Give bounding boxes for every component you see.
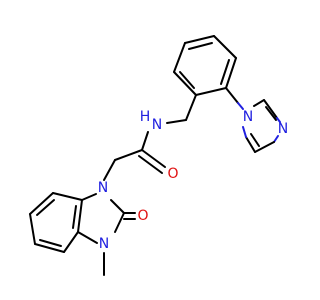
imidazole-n3-label: N bbox=[278, 121, 288, 137]
bond bbox=[225, 87, 239, 104]
bond bbox=[188, 42, 213, 50]
benzimidazolone-o-label: O bbox=[137, 208, 148, 224]
molecule-canvas: H N O N N N N O bbox=[29, 35, 288, 276]
bond bbox=[237, 102, 244, 110]
fused-benzene-ring bbox=[29, 192, 83, 253]
bond bbox=[77, 231, 98, 244]
bond bbox=[52, 192, 83, 201]
bond bbox=[81, 193, 97, 201]
atom-labels: H N O N N N N O bbox=[98, 109, 288, 252]
bond bbox=[253, 99, 265, 107]
bond bbox=[213, 35, 237, 59]
bond bbox=[254, 141, 275, 153]
bond bbox=[185, 94, 197, 121]
bond bbox=[250, 133, 260, 147]
bond bbox=[29, 192, 54, 215]
bond bbox=[110, 199, 125, 214]
amide-o-label: O bbox=[167, 166, 178, 182]
bond bbox=[77, 199, 83, 233]
bond bbox=[173, 42, 186, 73]
bond bbox=[195, 87, 227, 96]
bond bbox=[220, 59, 230, 85]
bond bbox=[141, 131, 149, 151]
bond bbox=[63, 231, 79, 253]
amide-h-label: H bbox=[140, 109, 151, 125]
bond bbox=[225, 57, 237, 89]
bond bbox=[273, 135, 279, 143]
bond bbox=[39, 239, 62, 247]
bond bbox=[245, 136, 256, 153]
bond bbox=[263, 99, 278, 119]
bond bbox=[184, 35, 215, 44]
benzimidazole-n3-label: N bbox=[99, 236, 109, 252]
bond bbox=[36, 199, 55, 216]
phenyl-ring bbox=[173, 35, 237, 96]
bond bbox=[114, 212, 125, 233]
imidazolone-ring bbox=[77, 193, 136, 244]
bond bbox=[242, 126, 247, 138]
bond bbox=[72, 205, 77, 229]
imidazole-n1-label: N bbox=[243, 109, 253, 125]
bond bbox=[29, 213, 36, 245]
imidazole-ring bbox=[242, 99, 281, 153]
bond bbox=[166, 119, 187, 124]
bond bbox=[265, 106, 277, 121]
structure-diagram: H N O N N N N O bbox=[29, 35, 288, 276]
bond bbox=[179, 71, 195, 89]
bond bbox=[276, 117, 281, 123]
bond bbox=[141, 149, 166, 168]
amide-n-label: N bbox=[152, 117, 162, 133]
bond bbox=[34, 243, 65, 253]
benzimidazole-n1-label: N bbox=[98, 180, 108, 196]
bond bbox=[173, 71, 197, 96]
bond bbox=[114, 149, 143, 161]
bond bbox=[138, 155, 163, 174]
bond bbox=[103, 159, 116, 181]
